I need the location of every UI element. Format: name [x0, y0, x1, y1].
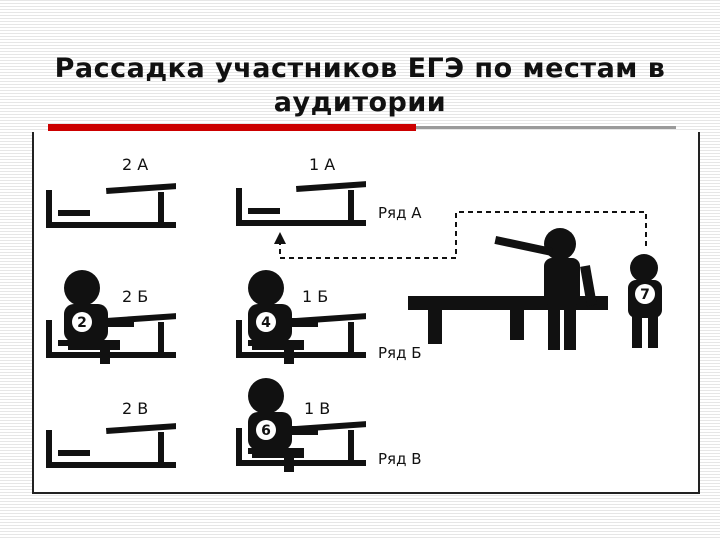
participant-4-figure: 4 [248, 270, 318, 364]
slide-title: Рассадка участников ЕГЭ по местам в ауди… [20, 52, 700, 120]
teacher-figure [494, 228, 597, 350]
participant-number-6: 6 [261, 423, 271, 439]
title-line-2: аудитории [273, 87, 447, 118]
seat-label-1b: 1 Б [302, 287, 328, 306]
route-arrow-icon [274, 232, 286, 244]
title-accent-bar [48, 124, 416, 131]
participant-6-figure: 6 [248, 378, 318, 472]
seat-label-2b: 2 Б [122, 287, 148, 306]
seat-label-1v: 1 В [304, 399, 330, 418]
seat-label-1a: 1 А [309, 155, 335, 174]
participant-2-figure: 2 [64, 270, 134, 364]
desk-1a [236, 180, 366, 226]
route-dashed-line [279, 211, 647, 259]
title-accent-line [416, 126, 676, 129]
participant-number-4: 4 [261, 315, 271, 331]
row-label-v: Ряд В [378, 450, 422, 468]
row-label-b: Ряд Б [378, 344, 422, 362]
desk-2v [46, 422, 176, 468]
seating-diagram: 2 А 1 А Ряд А 2 Б 1 Б 2 4 [32, 132, 700, 494]
row-label-a: Ряд А [378, 204, 422, 222]
desk-2a [46, 182, 176, 228]
seating-diagram-svg: 2 А 1 А Ряд А 2 Б 1 Б 2 4 [46, 155, 662, 472]
seat-label-2v: 2 В [122, 399, 148, 418]
title-line-1: Рассадка участников ЕГЭ по местам в [54, 53, 666, 84]
participant-number-7: 7 [640, 287, 650, 303]
seat-label-2a: 2 А [122, 155, 148, 174]
participant-number-2: 2 [77, 315, 87, 331]
participant-7-figure: 7 [628, 254, 662, 348]
